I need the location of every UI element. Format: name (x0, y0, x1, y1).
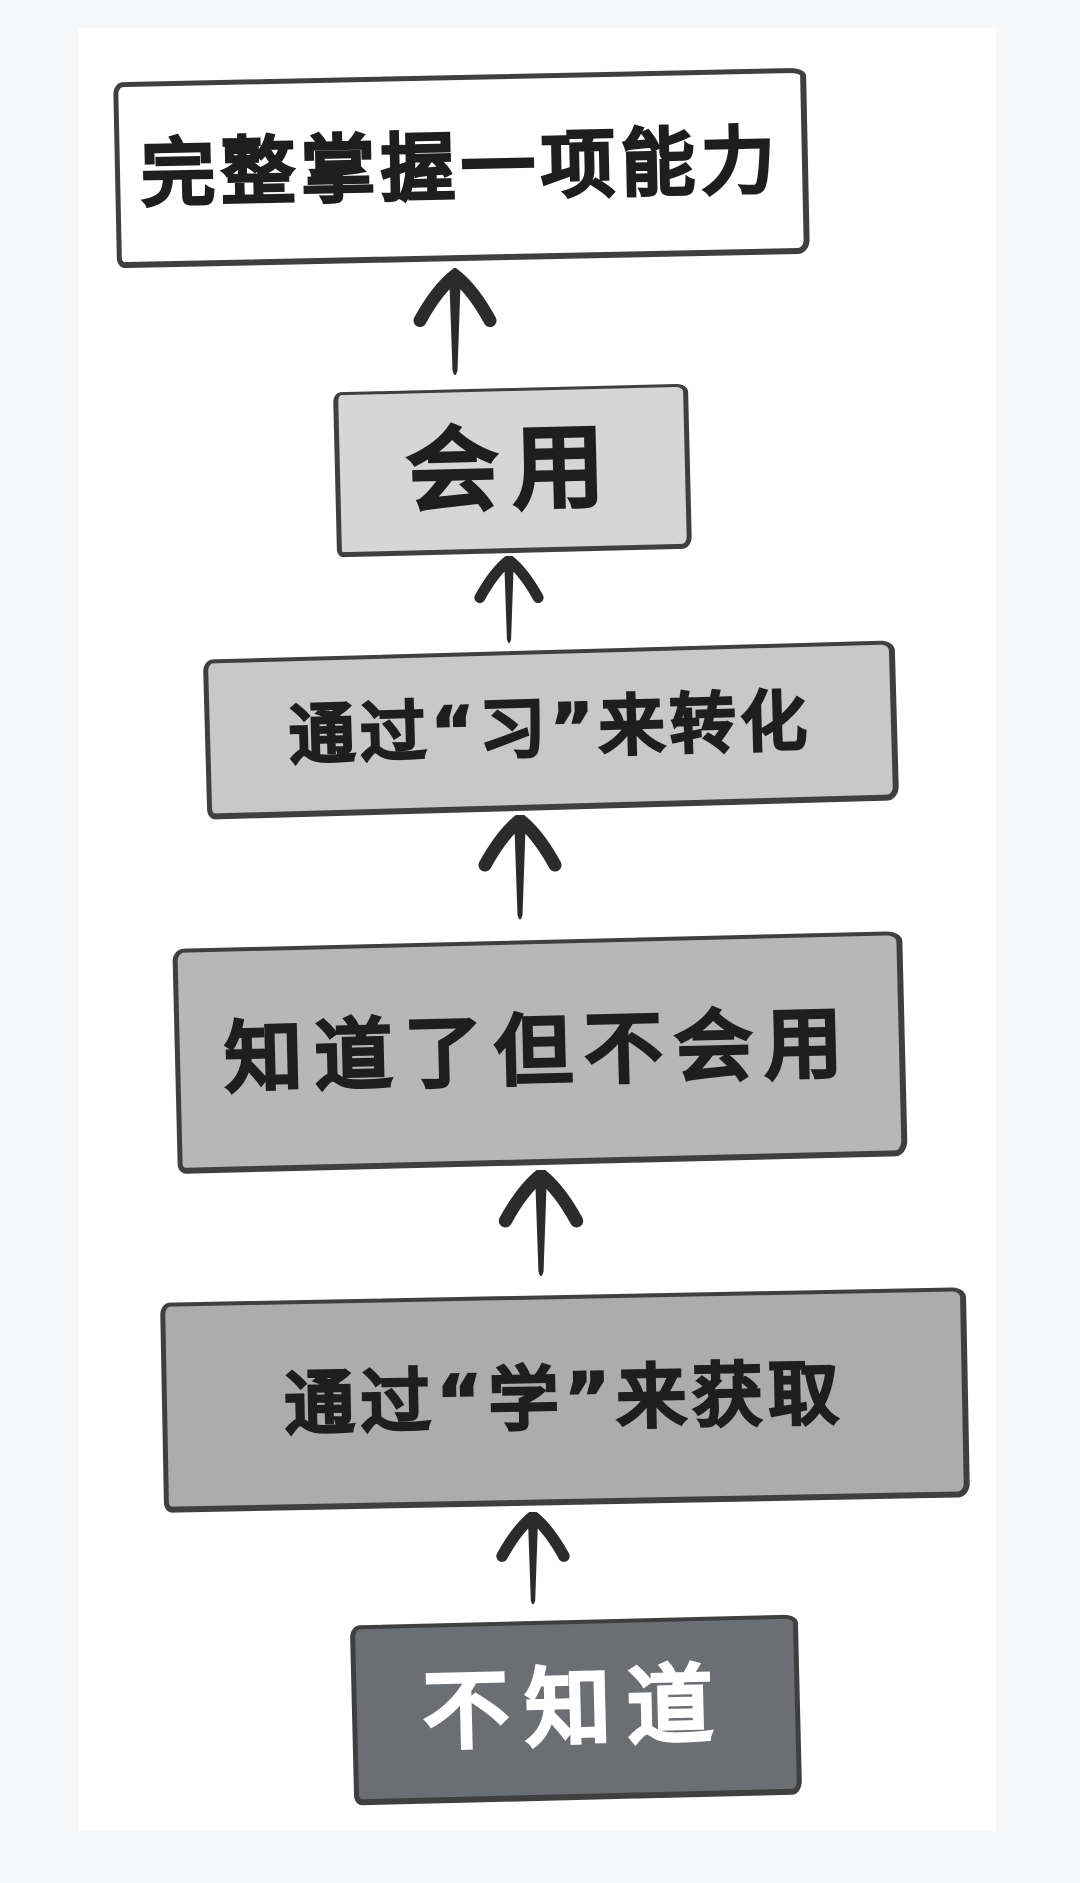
flow-node-can-use: 会用 (333, 383, 692, 558)
drawing-canvas: 完整掌握一项能力 会用 通过“习”来转化 知道了但不会用 通过“学”来获取 (78, 28, 996, 1831)
up-arrow-icon (474, 556, 544, 644)
arrow-shaft (504, 566, 514, 644)
arrow-shaft (449, 283, 461, 375)
flow-node-know-but-cannot-use: 知道了但不会用 (172, 931, 908, 1174)
arrow-shaft (528, 1523, 538, 1605)
up-arrow-icon (496, 1512, 570, 1605)
flow-node-learn-acquire: 通过“学”来获取 (160, 1287, 970, 1513)
flow-node-label: 完整掌握一项能力 (139, 117, 783, 218)
flow-node-practice-transform: 通过“习”来转化 (202, 640, 900, 820)
flow-node-label: 会用 (404, 412, 621, 526)
flow-node-label: 通过“习”来转化 (287, 682, 814, 776)
flow-node-full-mastery: 完整掌握一项能力 (113, 67, 810, 269)
arrow-head (413, 268, 497, 327)
flow-node-unknown: 不知道 (349, 1614, 803, 1806)
arrow-head (474, 556, 544, 604)
arrow-head (498, 1170, 584, 1228)
up-arrow-icon (413, 268, 497, 375)
flow-node-label: 不知道 (421, 1654, 731, 1763)
flow-node-label: 知道了但不会用 (222, 998, 856, 1105)
arrow-shaft (514, 827, 526, 920)
up-arrow-icon (498, 1170, 584, 1277)
flow-node-label: 通过“学”来获取 (283, 1352, 846, 1447)
arrow-head (478, 815, 562, 872)
up-arrow-icon (478, 815, 562, 920)
arrow-head (496, 1512, 570, 1562)
arrow-shaft (535, 1182, 547, 1277)
